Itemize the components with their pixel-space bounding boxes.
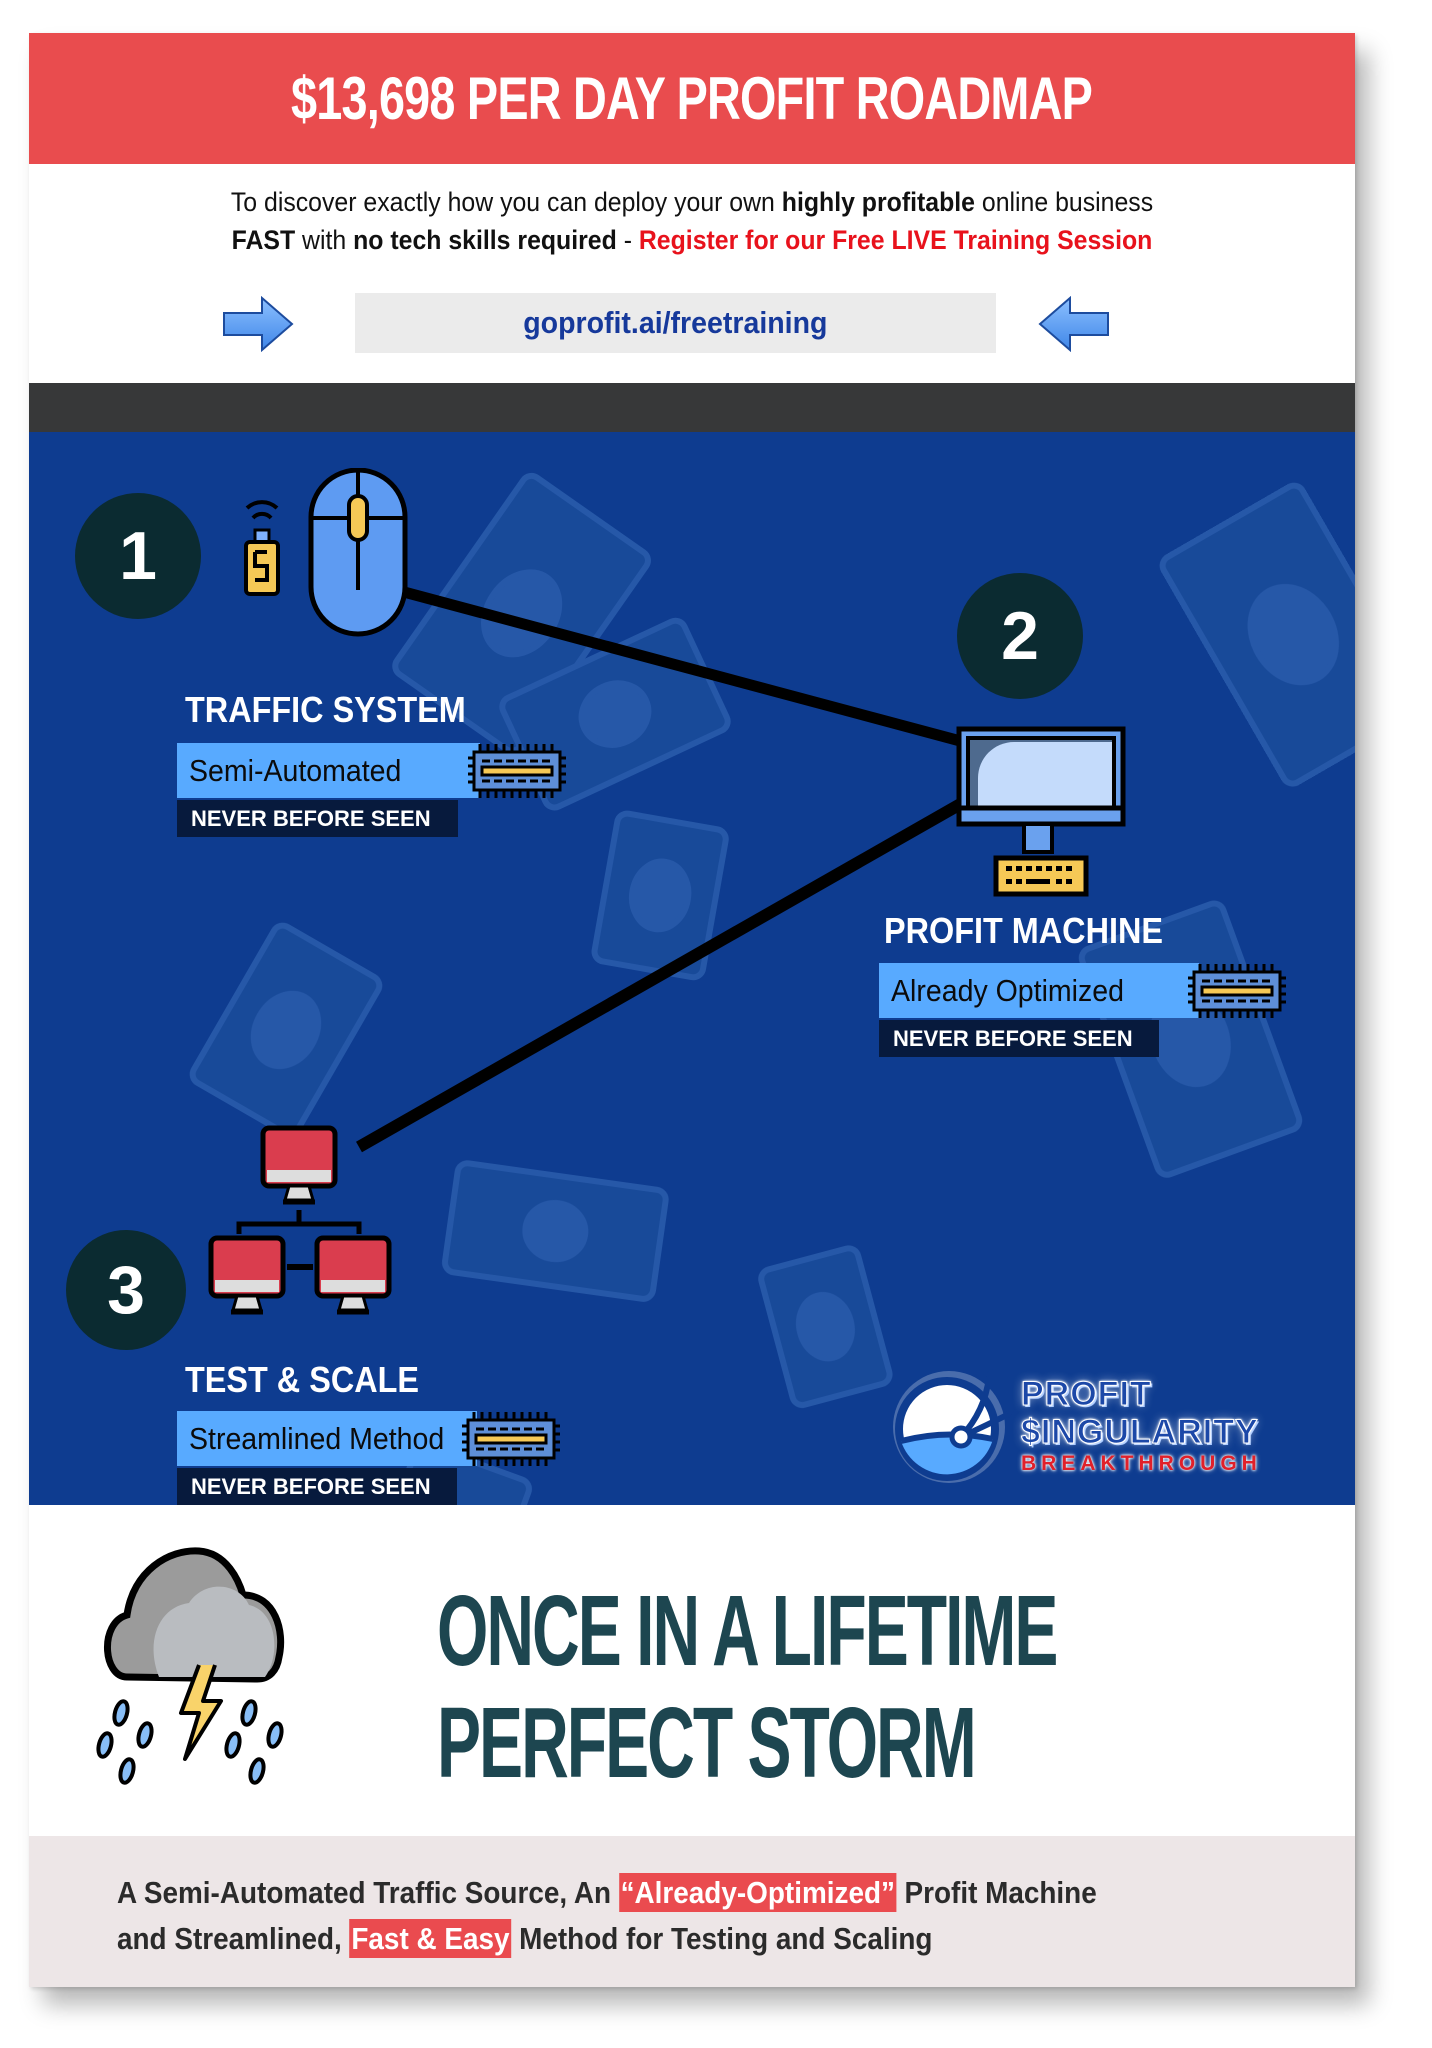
logo-line-2: $INGULARITY xyxy=(1021,1413,1259,1452)
microchip-icon xyxy=(462,1412,560,1466)
summary-text-part: and Streamlined, xyxy=(117,1921,350,1956)
microchip-icon xyxy=(1188,964,1286,1018)
roadmap-card: $13,698 PER DAY PROFIT ROADMAP To discov… xyxy=(29,33,1355,1987)
divider-band xyxy=(29,383,1355,432)
globe-logo-icon xyxy=(893,1369,1015,1483)
summary-text-part: Method for Testing and Scaling xyxy=(511,1921,933,1956)
summary-line-1: A Semi-Automated Traffic Source, An “Alr… xyxy=(117,1870,1097,1916)
summary-line-2: and Streamlined, Fast & Easy Method for … xyxy=(117,1916,1097,1962)
intro-text-part: online business xyxy=(974,187,1154,217)
intro-text-part: with xyxy=(295,225,354,255)
storm-headline: ONCE IN A LIFETIME PERFECT STORM xyxy=(437,1575,1058,1799)
money-bill-icon xyxy=(189,922,383,1138)
money-bill-icon xyxy=(1159,482,1355,787)
step-3-tag: NEVER BEFORE SEEN xyxy=(177,1468,457,1505)
microchip-icon xyxy=(468,744,566,798)
step-3-tag-label: NEVER BEFORE SEEN xyxy=(191,1473,431,1499)
desktop-computer-icon xyxy=(956,726,1126,897)
intro-text: To discover exactly how you can deploy y… xyxy=(29,183,1355,259)
profit-singularity-logo: PROFIT $INGULARITY BREAKTHROUGH xyxy=(889,1367,1329,1487)
network-computers-icon xyxy=(208,1125,392,1315)
intro-emphasis: highly profitable xyxy=(781,187,975,217)
page-title: $13,698 PER DAY PROFIT ROADMAP xyxy=(291,65,1093,132)
step-1-number-badge: 1 xyxy=(75,493,201,619)
connector-line-1-2 xyxy=(402,586,966,748)
step-2-number-badge: 2 xyxy=(957,573,1083,699)
intro-line-2: FAST with no tech skills required - Regi… xyxy=(82,221,1302,259)
highlight-fast-easy: Fast & Easy xyxy=(349,1919,512,1958)
thunderstorm-cloud-icon xyxy=(96,1547,285,1785)
summary-footer: A Semi-Automated Traffic Source, An “Alr… xyxy=(29,1836,1355,1987)
step-1-title: TRAFFIC SYSTEM xyxy=(185,689,466,730)
step-1-feature-label: Semi-Automated xyxy=(189,752,402,788)
step-3-feature-label: Streamlined Method xyxy=(189,1420,445,1456)
money-bill-icon xyxy=(591,810,729,981)
intro-text-part: - xyxy=(616,225,639,255)
training-url[interactable]: goprofit.ai/freetraining xyxy=(523,305,828,340)
intro-emphasis: no tech skills required xyxy=(353,225,617,255)
connector-line-2-3 xyxy=(356,796,967,1153)
storm-headline-line-1: ONCE IN A LIFETIME xyxy=(437,1575,1058,1687)
register-cta-text: Register for our Free LIVE Training Sess… xyxy=(638,225,1153,255)
step-3-title: TEST & SCALE xyxy=(185,1359,420,1400)
step-1-tag-label: NEVER BEFORE SEEN xyxy=(191,805,431,831)
logo-wordmark: PROFIT $INGULARITY BREAKTHROUGH xyxy=(1021,1375,1262,1477)
step-3-feature-bar: Streamlined Method xyxy=(177,1411,477,1466)
intro-emphasis: FAST xyxy=(231,225,296,255)
logo-line-1: PROFIT xyxy=(1021,1375,1152,1414)
step-2-feature-label: Already Optimized xyxy=(891,972,1125,1008)
storm-headline-line-2: PERFECT STORM xyxy=(437,1687,977,1799)
roadmap-section: 1 TRAFFIC SYSTEM Semi-Automated xyxy=(29,432,1355,1505)
step-2-tag: NEVER BEFORE SEEN xyxy=(879,1020,1159,1057)
arrow-left-icon xyxy=(1038,296,1109,352)
perfect-storm-section: ONCE IN A LIFETIME PERFECT STORM xyxy=(29,1505,1355,1836)
money-bill-icon xyxy=(758,1245,893,1408)
summary-text-part: A Semi-Automated Traffic Source, An xyxy=(117,1875,619,1910)
summary-text-part: Profit Machine xyxy=(896,1875,1097,1910)
logo-line-3: BREAKTHROUGH xyxy=(1021,1452,1262,1475)
highlight-already-optimized: “Already-Optimized” xyxy=(618,1873,897,1912)
money-bill-icon xyxy=(441,1160,669,1302)
step-2-feature-bar: Already Optimized xyxy=(879,963,1199,1018)
summary-text: A Semi-Automated Traffic Source, An “Alr… xyxy=(117,1870,1097,1962)
step-2-title: PROFIT MACHINE xyxy=(884,910,1163,951)
step-1-feature-bar: Semi-Automated xyxy=(177,743,480,798)
intro-text-part: To discover exactly how you can deploy y… xyxy=(230,187,782,217)
intro-line-1: To discover exactly how you can deploy y… xyxy=(82,183,1302,221)
header-banner: $13,698 PER DAY PROFIT ROADMAP xyxy=(29,33,1355,164)
step-3-number-badge: 3 xyxy=(66,1230,186,1350)
arrow-right-icon xyxy=(223,296,294,352)
step-2-tag-label: NEVER BEFORE SEEN xyxy=(893,1025,1133,1051)
wireless-mouse-icon xyxy=(244,468,408,637)
training-url-link[interactable]: goprofit.ai/freetraining xyxy=(355,293,996,353)
step-1-tag: NEVER BEFORE SEEN xyxy=(177,800,458,837)
